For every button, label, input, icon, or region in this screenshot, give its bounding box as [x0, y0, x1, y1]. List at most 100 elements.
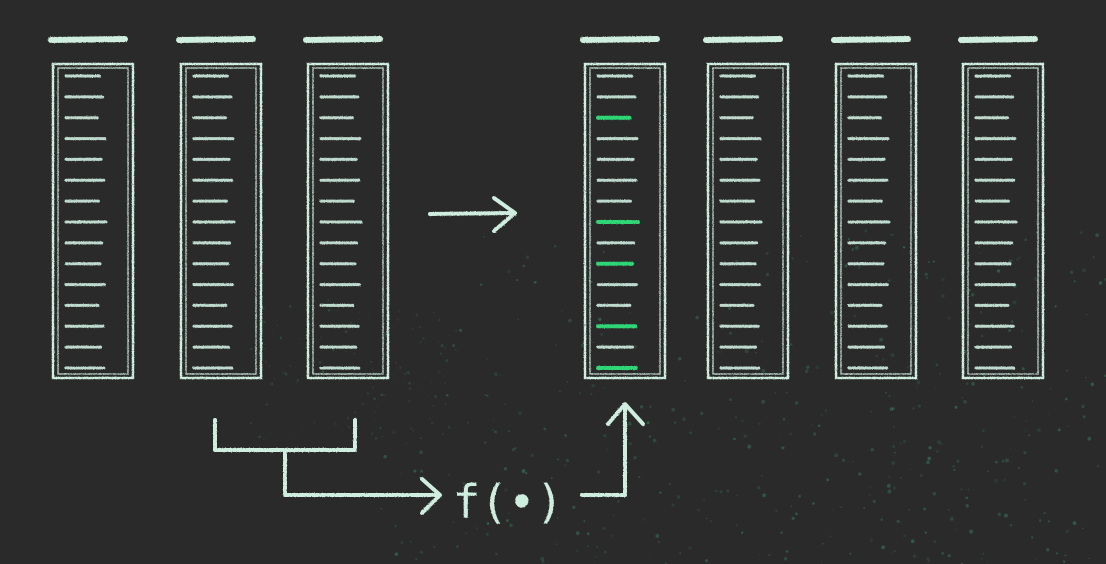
dust-speck	[1023, 451, 1027, 455]
dust-speck	[612, 514, 615, 517]
dust-speck	[494, 430, 497, 434]
dust-speck	[790, 505, 793, 508]
dust-speck	[509, 523, 513, 527]
dust-speck	[376, 406, 378, 408]
dust-speck	[565, 458, 570, 463]
dust-speck	[540, 556, 545, 561]
up-arrow-icon	[580, 402, 645, 497]
dust-speck	[996, 269, 1001, 273]
dust-speck	[354, 411, 356, 414]
dust-speck	[720, 351, 723, 353]
dust-speck	[879, 337, 883, 342]
dust-speck	[812, 502, 815, 505]
dust-speck	[419, 325, 422, 329]
dust-speck	[339, 380, 341, 382]
dust-speck	[762, 493, 767, 498]
dust-speck	[483, 441, 487, 444]
dust-speck	[1096, 465, 1099, 468]
column-box	[706, 62, 790, 380]
dust-speck	[332, 349, 335, 352]
dust-speck	[454, 348, 457, 351]
dust-speck	[459, 328, 463, 332]
dust-speck	[1037, 428, 1041, 432]
dust-speck	[429, 418, 431, 420]
dust-speck	[263, 307, 265, 310]
dust-speck	[366, 392, 370, 395]
dust-speck	[361, 402, 365, 406]
dust-speck	[923, 507, 927, 511]
dust-speck	[1031, 400, 1034, 402]
dust-speck	[925, 276, 929, 280]
dust-speck	[927, 456, 932, 461]
dust-speck	[735, 259, 738, 263]
dust-speck	[673, 421, 677, 424]
dust-speck	[302, 426, 304, 428]
dust-speck	[494, 372, 498, 377]
dust-speck	[919, 473, 923, 478]
dust-speck	[499, 374, 502, 376]
dust-speck	[511, 447, 516, 452]
dust-speck	[795, 512, 798, 516]
dust-speck	[932, 491, 937, 496]
column-header-mark	[831, 36, 911, 43]
dust-speck	[373, 397, 376, 401]
dust-speck	[743, 545, 745, 547]
dust-speck	[1072, 521, 1077, 525]
dust-speck	[716, 350, 719, 353]
dust-speck	[383, 454, 387, 459]
dust-speck	[1049, 387, 1052, 390]
dust-speck	[1086, 313, 1088, 316]
dust-speck	[649, 405, 652, 409]
dust-speck	[936, 450, 939, 453]
dust-speck	[928, 446, 932, 450]
dust-speck	[485, 532, 489, 536]
dust-speck	[553, 245, 557, 248]
dust-speck	[726, 489, 730, 493]
dust-speck	[886, 483, 891, 488]
dust-speck	[627, 421, 632, 426]
dust-speck	[411, 327, 414, 330]
dust-speck	[832, 509, 834, 511]
dust-speck	[441, 432, 445, 436]
dust-speck	[1033, 277, 1038, 281]
dust-speck	[655, 533, 660, 538]
dust-speck	[780, 531, 784, 535]
dust-speck	[514, 447, 517, 450]
dust-speck	[452, 520, 455, 523]
dust-speck	[829, 535, 832, 538]
dust-speck	[284, 372, 288, 376]
dust-speck	[857, 265, 861, 269]
dust-speck	[587, 545, 590, 547]
column-inner-box	[589, 67, 661, 375]
dust-speck	[1009, 259, 1013, 263]
dust-speck	[834, 453, 839, 458]
dust-speck	[939, 372, 941, 375]
dust-speck	[688, 546, 692, 550]
dust-speck	[263, 343, 265, 345]
dust-speck	[971, 293, 975, 297]
dust-speck	[397, 309, 401, 313]
dust-speck	[881, 545, 886, 549]
dust-speck	[786, 392, 788, 394]
dust-speck	[575, 531, 580, 536]
dust-speck	[448, 334, 451, 337]
dust-speck	[408, 387, 412, 391]
dust-speck	[679, 552, 681, 555]
dust-speck	[806, 260, 808, 263]
dust-speck	[893, 490, 895, 492]
dust-speck	[345, 350, 347, 353]
dust-speck	[932, 260, 935, 263]
dust-speck	[456, 545, 459, 548]
dust-speck	[759, 554, 761, 556]
dust-speck	[391, 374, 393, 377]
dust-speck	[761, 399, 766, 404]
chalk-dust-texture	[250, 229, 1106, 564]
dust-speck	[981, 429, 985, 433]
dust-speck	[467, 484, 470, 486]
dust-speck	[1017, 467, 1020, 470]
dust-speck	[941, 552, 944, 555]
dust-speck	[798, 494, 801, 498]
bracket-connector-icon	[213, 418, 442, 515]
dust-speck	[891, 444, 896, 449]
dust-speck	[671, 407, 675, 412]
